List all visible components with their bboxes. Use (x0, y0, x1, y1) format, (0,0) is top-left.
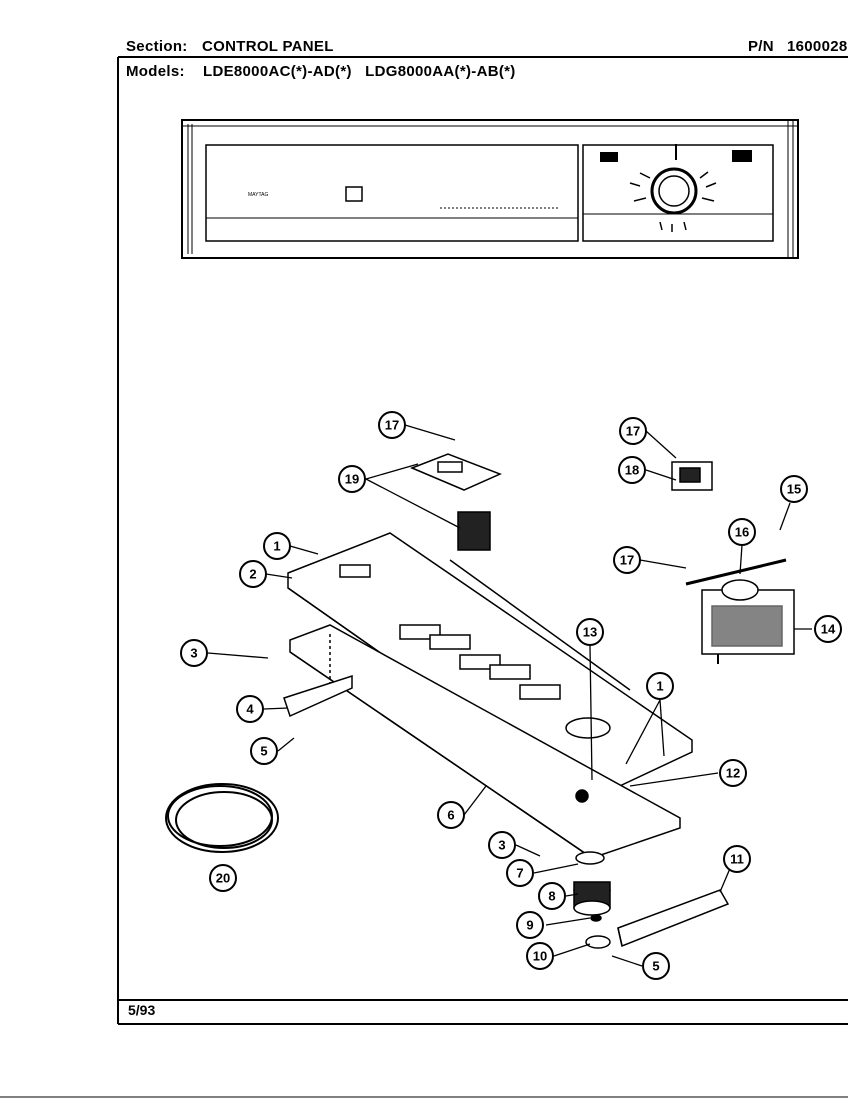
callout-number: 9 (526, 918, 533, 933)
callout-10: 10 (526, 942, 554, 970)
part-number: 1600028 (787, 38, 848, 55)
callout-number: 7 (516, 866, 523, 881)
end-bracket-left (283, 674, 353, 718)
leader-lines (207, 424, 812, 967)
callout-16: 16 (728, 518, 756, 546)
callout-number: 3 (498, 838, 505, 853)
callout-number: 17 (620, 553, 634, 568)
callout-17b: 17 (619, 417, 647, 445)
section-title: CONTROL PANEL (202, 38, 334, 55)
callout-13: 13 (576, 618, 604, 646)
page-frame (0, 56, 848, 1098)
callout-4: 4 (236, 695, 264, 723)
callout-number: 5 (652, 959, 659, 974)
control-panel-front-view: MAYTAG (181, 119, 799, 259)
callout-3b: 3 (488, 831, 516, 859)
callout-19: 19 (338, 465, 366, 493)
callout-18: 18 (618, 456, 646, 484)
section-label: Section: (126, 38, 188, 55)
models-label: Models: (126, 63, 185, 80)
callout-1b: 1 (646, 672, 674, 700)
wire-harness (165, 783, 279, 853)
models-list: LDE8000AC(*)-AD(*) LDG8000AA(*)-AB(*) (203, 63, 516, 80)
callout-12: 12 (719, 759, 747, 787)
callout-number: 11 (730, 852, 744, 867)
callout-number: 12 (726, 766, 740, 781)
callout-5b: 5 (642, 952, 670, 980)
callout-number: 16 (735, 525, 749, 540)
callout-number: 1 (656, 679, 663, 694)
wire-shield (685, 558, 787, 586)
signal-switch (410, 453, 502, 551)
section-label-key: Section: (126, 38, 188, 55)
push-switch (671, 461, 713, 491)
control-knob (573, 851, 611, 949)
callout-14: 14 (814, 615, 842, 643)
callout-6: 6 (437, 801, 465, 829)
callout-9: 9 (516, 911, 544, 939)
brand-logo-mark: MAYTAG (248, 192, 268, 198)
callout-17a: 17 (378, 411, 406, 439)
callout-1a: 1 (263, 532, 291, 560)
callout-number: 17 (626, 424, 640, 439)
callout-number: 15 (787, 482, 801, 497)
console-panel (287, 532, 693, 859)
callout-number: 18 (625, 463, 639, 478)
callout-number: 10 (533, 949, 547, 964)
callout-17c: 17 (613, 546, 641, 574)
part-number-label: P/N (748, 38, 774, 55)
end-bracket-right (617, 889, 730, 948)
callout-number: 19 (345, 472, 359, 487)
callout-number: 1 (273, 539, 280, 554)
callout-number: 5 (260, 744, 267, 759)
callout-15: 15 (780, 475, 808, 503)
callout-number: 17 (385, 418, 399, 433)
callout-8: 8 (538, 882, 566, 910)
callout-7: 7 (506, 859, 534, 887)
callout-20: 20 (209, 864, 237, 892)
callout-3a: 3 (180, 639, 208, 667)
callout-number: 14 (821, 622, 836, 637)
callout-2: 2 (239, 560, 267, 588)
callout-number: 13 (583, 625, 597, 640)
timer-assembly (701, 579, 795, 664)
callout-number: 6 (447, 808, 454, 823)
callout-11: 11 (723, 845, 751, 873)
callout-number: 2 (249, 567, 256, 582)
callout-5a: 5 (250, 737, 278, 765)
callout-number: 20 (216, 871, 230, 886)
callout-number: 3 (190, 646, 197, 661)
callout-number: 8 (548, 889, 555, 904)
callout-number: 4 (246, 702, 254, 717)
revision-date: 5/93 (128, 1002, 156, 1018)
